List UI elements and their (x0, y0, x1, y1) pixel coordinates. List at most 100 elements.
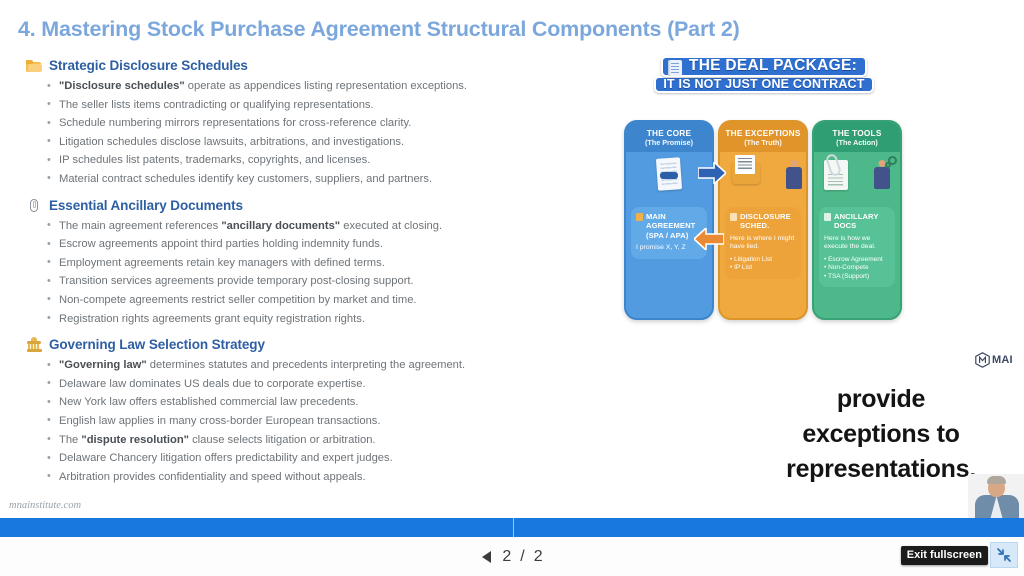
mai-logo: MAI (975, 352, 1013, 368)
businessman-figure (874, 160, 890, 190)
bullet-list: "Governing law" determines statutes and … (46, 356, 606, 486)
list-item: "Governing law" determines statutes and … (46, 356, 606, 375)
card-body: MAIN AGREEMENT (SPA / APA) I promise X, … (631, 207, 707, 259)
card-body-title-row: MAIN AGREEMENT (SPA / APA) (636, 212, 702, 240)
section-governing-law-selection-strategy: Governing Law Selection Strategy "Govern… (26, 337, 606, 486)
card-body-title-row: ANCILLARY DOCS (824, 212, 890, 231)
list-item: Non-compete agreements restrict seller c… (46, 290, 606, 310)
list-item: Delaware law dominates US deals due to c… (46, 374, 606, 394)
paperclip-badge-icon (824, 212, 831, 221)
list-item: The "dispute resolution" clause selects … (46, 430, 606, 450)
card-body: ANCILLARY DOCS Here is how we execute th… (819, 207, 895, 288)
businessman-figure (786, 160, 802, 190)
progress-bar[interactable] (0, 518, 1024, 537)
bullet-bold: "Governing law" (59, 359, 147, 372)
card-body-subtitle: I promise X, Y, Z (636, 244, 686, 252)
card-body-title: MAIN AGREEMENT (SPA / APA) (646, 212, 696, 240)
card-the-tools: THE TOOLS (The Action) (812, 120, 902, 320)
page-current: 2 (502, 547, 513, 565)
courthouse-icon (26, 337, 42, 352)
bullet-text: Arbitration provides confidentiality and… (59, 470, 366, 483)
bullet-text: Escrow agreements appoint third parties … (59, 238, 383, 251)
document-badge-icon (636, 212, 643, 221)
open-folder-icon (732, 155, 760, 184)
caption-line-3: representations. (786, 455, 976, 483)
section-heading: Governing Law Selection Strategy (26, 337, 606, 352)
previous-page-button[interactable] (480, 549, 494, 565)
bullet-text: Non-compete agreements restrict seller c… (59, 293, 417, 306)
bullet-text: operate as appendices listing representa… (184, 80, 468, 92)
list-item: Employment agreements retain key manager… (46, 253, 606, 273)
brand-name: MAI (992, 354, 1013, 366)
card-list-item: IP List (730, 264, 796, 272)
section-strategic-disclosure-schedules: Strategic Disclosure Schedules "Disclosu… (26, 58, 606, 189)
bullet-text: determines statutes and precedents inter… (146, 359, 466, 372)
bullet-list: "Disclosure schedules" operate as append… (46, 77, 606, 189)
bullet-text: New York law offers established commerci… (59, 396, 359, 409)
page-title: 4. Mastering Stock Purchase Agreement St… (18, 17, 740, 41)
arrow-right-icon (697, 160, 728, 186)
bullet-text: Material contract schedules identify key… (59, 172, 433, 185)
card-title: THE EXCEPTIONS (725, 127, 801, 138)
card-body-title: ANCILLARY DOCS (834, 212, 879, 231)
card-body: DISCLOSURE SCHED. Here is where I might … (725, 207, 801, 279)
list-item: Registration rights agreements grant equ… (46, 309, 606, 329)
card-body-subtitle: Here is where I might have lied. (730, 234, 795, 251)
gears-icon (885, 156, 898, 169)
card-artwork (720, 152, 806, 204)
deal-package-infographic: THE DEAL PACKAGE: IT IS NOT JUST ONE CON… (618, 52, 918, 342)
slide-canvas: 4. Mastering Stock Purchase Agreement St… (0, 0, 1024, 518)
bullet-text: executed at closing. (340, 219, 443, 232)
bullet-text: Employment agreements retain key manager… (59, 256, 385, 269)
section-heading: Essential Ancillary Documents (26, 198, 606, 213)
list-item: Schedule numbering mirrors representatio… (46, 114, 606, 133)
bullet-text: Transition services agreements provide t… (59, 275, 414, 288)
card-artwork (814, 152, 900, 204)
bullet-text: The seller lists items contradicting or … (59, 98, 374, 111)
bullet-text: Schedule numbering mirrors representatio… (59, 117, 412, 130)
bullet-text: Registration rights agreements grant equ… (59, 312, 365, 325)
card-title: THE CORE (646, 127, 692, 138)
handshake-icon (660, 172, 678, 179)
bullet-text: Delaware Chancery litigation offers pred… (59, 452, 393, 465)
arrow-left-icon (692, 226, 725, 252)
bullet-pre: The main agreement references (59, 219, 222, 232)
list-item: Litigation schedules disclose lawsuits, … (46, 132, 606, 152)
card-subtitle: (The Truth) (744, 137, 782, 147)
list-item: English law applies in many cross-border… (46, 411, 606, 431)
section-essential-ancillary-documents: Essential Ancillary Documents The main a… (26, 198, 606, 329)
list-item: "Disclosure schedules" operate as append… (46, 77, 606, 96)
list-item: Arbitration provides confidentiality and… (46, 467, 606, 487)
infographic-cards: THE CORE (The Promise) MAIN AGREEMENT (S… (618, 120, 918, 330)
card-list-item: Escrow Agreement (824, 256, 890, 264)
clipped-document-icon (824, 160, 848, 190)
paperclip-icon (26, 198, 42, 213)
card-list-item: Litigation List (730, 256, 796, 264)
bullet-text: clause selects litigation or arbitration… (188, 433, 376, 446)
section-title: Governing Law Selection Strategy (49, 337, 265, 353)
bullet-text: IP schedules list patents, trademarks, c… (59, 154, 371, 167)
banner-line-1-text: THE DEAL PACKAGE: (688, 56, 858, 74)
bullet-list: The main agreement references "ancillary… (46, 216, 606, 329)
bullet-text: Delaware law dominates US deals due to c… (59, 377, 366, 390)
card-subtitle: (The Action) (836, 137, 878, 147)
slide-content-column: Strategic Disclosure Schedules "Disclosu… (26, 58, 606, 495)
card-body-title: DISCLOSURE SCHED. (740, 212, 791, 231)
section-title: Strategic Disclosure Schedules (49, 58, 248, 73)
player-control-bar (0, 537, 1024, 576)
list-item: Material contract schedules identify key… (46, 169, 606, 189)
hexagon-m-icon (975, 352, 990, 368)
card-header: THE EXCEPTIONS (The Truth) (720, 122, 806, 152)
bullet-bold: "ancillary documents" (221, 219, 341, 232)
bullet-text: Litigation schedules disclose lawsuits, … (59, 135, 405, 148)
card-subtitle: (The Promise) (645, 137, 693, 147)
page-navigation: 2 / 2 (0, 537, 1024, 576)
bullet-bold: "dispute resolution" (81, 433, 189, 446)
exit-fullscreen-button[interactable] (990, 542, 1018, 568)
list-item: IP schedules list patents, trademarks, c… (46, 151, 606, 170)
page-separator: / (520, 547, 526, 565)
bullet-text: English law applies in many cross-border… (59, 414, 381, 427)
fullscreen-control-group: Exit fullscreen (900, 542, 1018, 568)
card-body-title-row: DISCLOSURE SCHED. (730, 212, 796, 231)
